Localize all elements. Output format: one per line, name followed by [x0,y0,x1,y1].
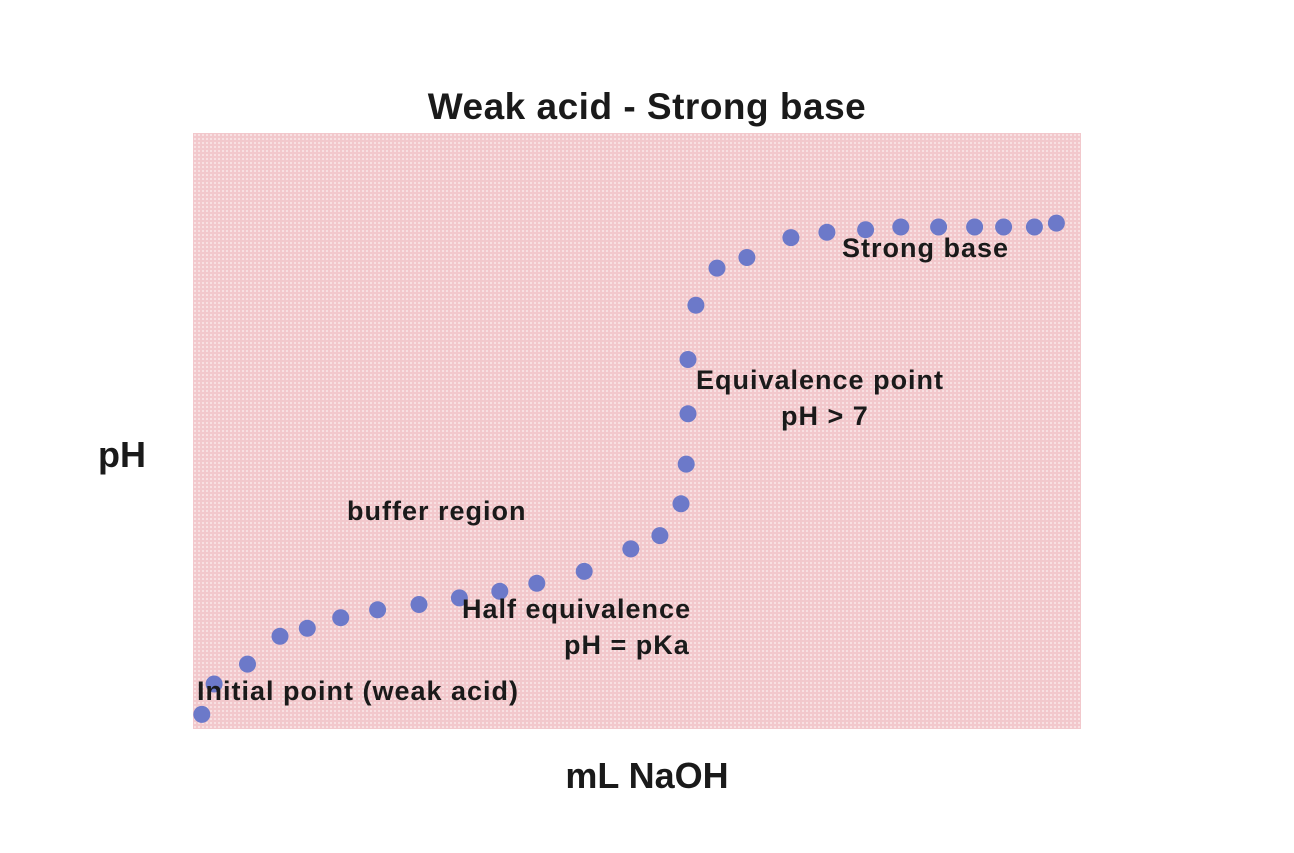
data-point [679,405,697,423]
annotation-half-equivalence: Half equivalence pH = pKa [462,594,692,660]
chart-title: Weak acid - Strong base [427,86,867,127]
data-point [450,589,468,607]
data-point [738,249,756,266]
data-point [575,562,593,580]
data-point [651,527,669,545]
data-point [528,574,546,592]
annotation-buffer-region: buffer region [347,496,527,526]
titration-curve-plot [193,214,1065,723]
data-point [1025,218,1043,236]
data-point [679,351,697,368]
data-point [271,627,289,645]
data-point [239,655,256,673]
data-point [708,259,726,277]
x-axis-label: mL NaOH [565,755,729,796]
annotation-strong-base: Strong base [842,233,1010,263]
data-point [332,609,350,627]
data-point [782,229,800,247]
data-point [205,675,223,693]
annotation-equivalence-point: Equivalence point pH > 7 [696,365,945,431]
y-axis-label: pH [98,434,146,475]
data-point [857,221,875,239]
data-point [298,619,316,637]
data-point [687,296,705,314]
data-point [930,218,948,236]
data-point [672,495,690,513]
data-point [1047,214,1065,232]
data-point [369,601,387,619]
annotation-initial-point: Initial point (weak acid) [197,676,520,706]
data-point [677,455,695,473]
data-point [622,540,640,558]
data-point [995,218,1013,236]
data-point [193,705,211,723]
plot-area [193,133,1081,729]
data-point [491,582,509,600]
data-point [410,596,428,613]
data-point [966,218,984,236]
data-point [818,223,836,241]
data-point [892,218,910,236]
